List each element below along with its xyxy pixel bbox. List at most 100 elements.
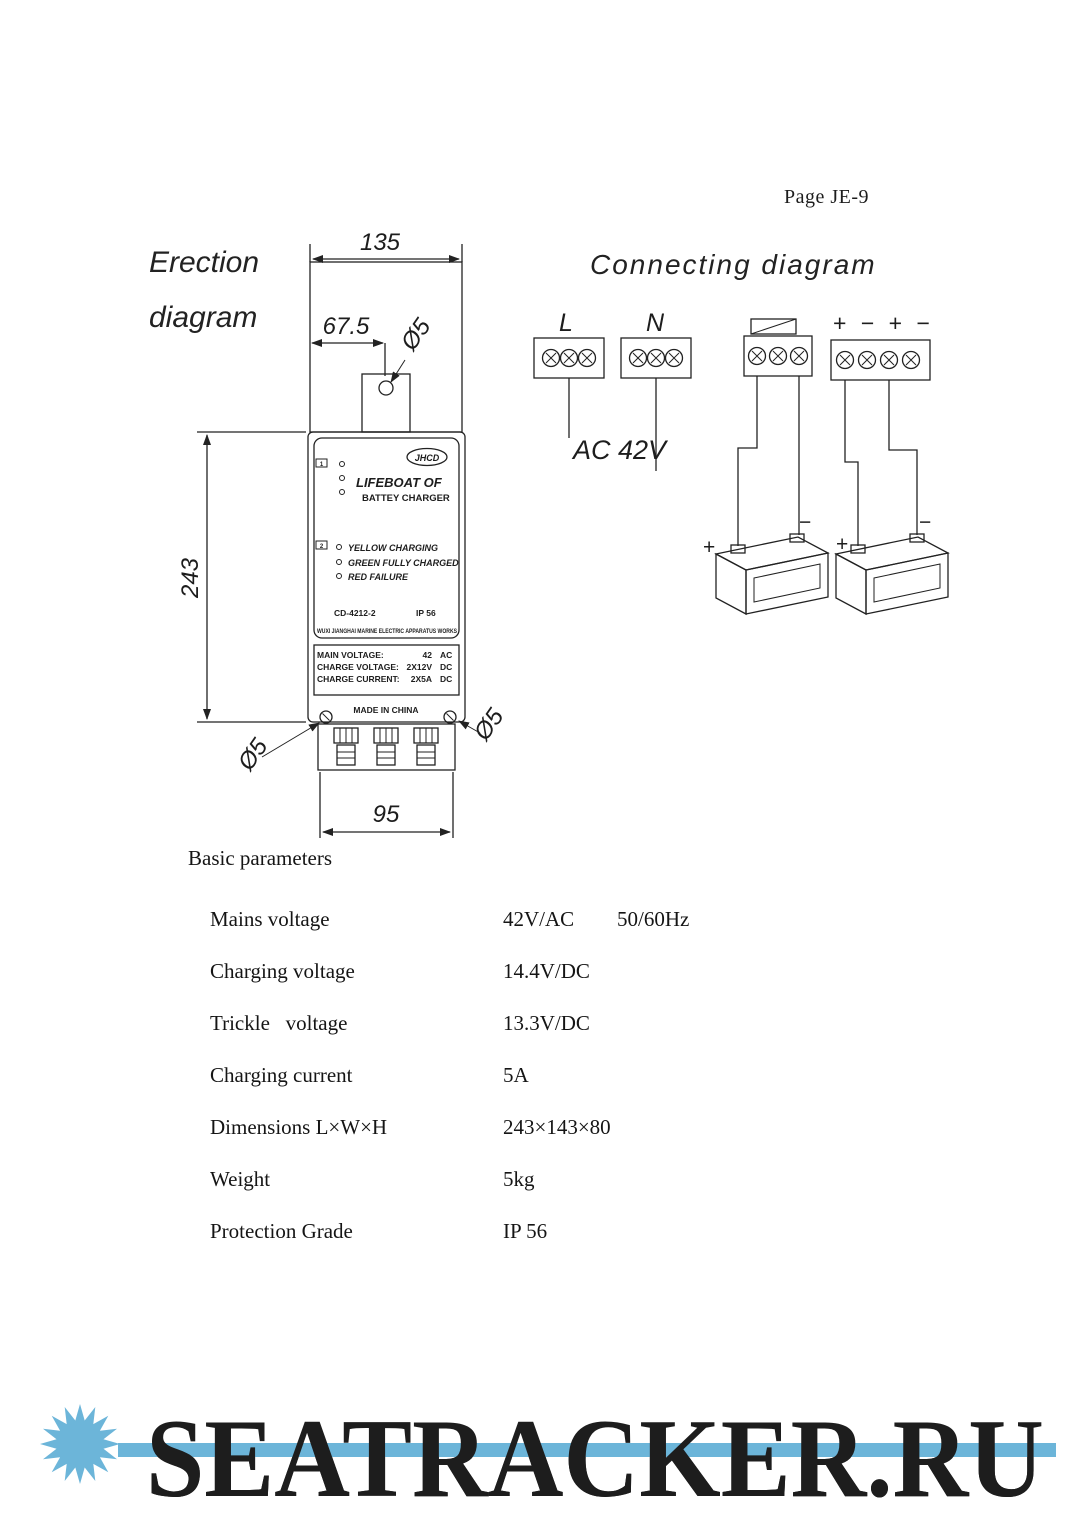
- battery-front-face: [715, 552, 747, 616]
- label-title-line1: LIFEBOAT OF: [356, 475, 443, 490]
- watermark: SEATRACKER.RU SEATRACKER.RU: [40, 1397, 1056, 1521]
- leader-line: [390, 359, 406, 383]
- terminal-screw-icon: [747, 346, 767, 366]
- battery-side-face: [865, 552, 949, 615]
- jumper-strap-hatch: [750, 318, 797, 335]
- terminal-screw-icon: [768, 346, 788, 366]
- terminal-block-dc1: [743, 335, 813, 377]
- indicator-red-label: RED FAILURE: [348, 572, 409, 582]
- battery-terminal-neg: [789, 533, 805, 543]
- sun-logo-icon: [40, 1404, 120, 1484]
- watermark-text-lower: SEATRACKER.RU: [146, 1397, 1044, 1521]
- spec-plate: MAIN VOLTAGE: 42 AC CHARGE VOLTAGE: 2X12…: [313, 644, 460, 715]
- dimension-243: 243: [177, 431, 306, 723]
- param-value: 243×143×80: [503, 1115, 611, 1139]
- param-name: Dimensions L×W×H: [210, 1115, 388, 1139]
- param-name: Charging voltage: [210, 959, 355, 983]
- indicator-group-2-icon: [315, 540, 328, 550]
- terminal-screw-icon: [857, 350, 877, 370]
- charger-body-outline: [307, 431, 466, 723]
- param-value: 5kg: [503, 1167, 535, 1191]
- spec-name: CHARGE CURRENT:: [317, 674, 400, 684]
- dim-95-label: 95: [373, 801, 400, 828]
- terminal-screw-icon: [577, 348, 597, 368]
- connecting-diagram-title: Connecting diagram: [590, 249, 877, 280]
- led-icon: [336, 573, 342, 579]
- wire: [888, 380, 918, 535]
- spec-name: CHARGE VOLTAGE:: [317, 662, 399, 672]
- jumper-strap: [750, 318, 797, 335]
- terminal-screw-icon: [664, 348, 684, 368]
- cable-gland-icon: [333, 727, 359, 766]
- technical-diagrams: 135 67.5 Ø5 243: [177, 229, 950, 838]
- erection-diagram-title-line2: diagram: [149, 301, 258, 334]
- battery-2: + −: [834, 511, 950, 616]
- watermark-text: SEATRACKER.RU: [146, 1397, 1044, 1521]
- spec-unit: DC: [440, 674, 452, 684]
- leader-line: [458, 720, 481, 734]
- indicator-group-2-num: 2: [320, 544, 324, 550]
- indicator-group-1-num: 1: [320, 462, 324, 468]
- basic-parameters-title: Basic parameters: [188, 846, 333, 870]
- spec-unit: DC: [440, 662, 452, 672]
- terminal-screw-icon: [789, 346, 809, 366]
- param-name: Charging current: [210, 1063, 353, 1087]
- device-label-plate: JHCD 1 LIFEBOAT OF BATTEY CHARGER 2 YELL…: [313, 437, 460, 639]
- wire: [844, 380, 859, 546]
- dimension-95: 95: [319, 772, 454, 838]
- led-icon: [339, 475, 345, 481]
- hole-diameter-label-left: Ø5: [232, 733, 273, 776]
- hole-diameter-label-right: Ø5: [468, 703, 509, 746]
- dim-67-5-label: 67.5: [323, 313, 370, 340]
- param-row: Protection Grade IP 56: [0, 1207, 1080, 1259]
- param-value: 42V/AC: [503, 907, 575, 931]
- led-icon: [336, 544, 342, 550]
- terminal-screw-icon: [646, 348, 666, 368]
- param-value: 13.3V/DC: [503, 1011, 590, 1035]
- connecting-diagram: L N AC 42V + − + −: [533, 309, 950, 616]
- parameters-list: Mains voltage 42V/AC 50/60Hz Charging vo…: [0, 895, 1080, 1259]
- terminal-screw-icon: [879, 350, 899, 370]
- param-row: Charging voltage 14.4V/DC: [0, 947, 1080, 999]
- spec-name: MAIN VOLTAGE:: [317, 650, 384, 660]
- charger-top-outline: [309, 261, 463, 433]
- cable-gland-icon: [373, 727, 399, 766]
- label-title-line2: BATTEY CHARGER: [362, 493, 450, 504]
- battery2-plus-sign: +: [836, 533, 848, 556]
- battery-label-panel: [873, 563, 941, 603]
- terminal-block-dc2: [830, 339, 931, 381]
- battery2-minus-sign: −: [919, 511, 931, 534]
- cable-gland-icon: [413, 727, 439, 766]
- led-icon: [339, 489, 345, 495]
- indicator-yellow-label: YELLOW CHARGING: [348, 543, 438, 553]
- terminal-l-label: L: [559, 309, 573, 337]
- spec-unit: AC: [440, 650, 452, 660]
- protection-grade-label: IP 56: [416, 608, 436, 618]
- param-row: Weight 5kg: [0, 1155, 1080, 1207]
- model-number: CD-4212-2: [334, 608, 376, 618]
- label-plate-outline: [313, 437, 460, 639]
- battery-side-face: [745, 552, 829, 615]
- param-name: Protection Grade: [210, 1219, 353, 1243]
- battery-label-panel: [753, 563, 821, 603]
- dimension-67-5: 67.5: [311, 313, 386, 376]
- param-value: IP 56: [503, 1219, 548, 1243]
- wire: [737, 376, 758, 546]
- indicator-green-label: GREEN FULLY CHARGED: [348, 558, 459, 568]
- led-icon: [336, 559, 342, 565]
- battery-terminal-pos: [730, 544, 746, 554]
- terminal-screw-icon: [835, 350, 855, 370]
- battery-front-face: [835, 552, 867, 616]
- mounting-screw-icon: [443, 710, 457, 724]
- page-number: Page JE-9: [784, 186, 870, 208]
- gland-box-outline: [317, 723, 456, 771]
- manufacturer-label: WUXI JIANGHAI MARINE ELECTRIC APPARATUS …: [317, 628, 458, 635]
- param-row: Mains voltage 42V/AC 50/60Hz: [0, 895, 1080, 947]
- battery1-minus-sign: −: [799, 511, 811, 534]
- battery-terminal-pos: [850, 544, 866, 554]
- param-row: Charging current 5A: [0, 1051, 1080, 1103]
- terminal-screw-icon: [559, 348, 579, 368]
- made-in-label: MADE IN CHINA: [353, 705, 418, 715]
- param-name: Weight: [210, 1167, 271, 1191]
